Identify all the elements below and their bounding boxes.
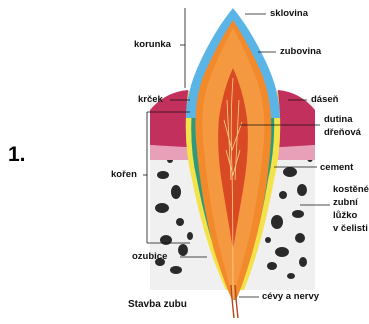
label-korunka: korunka: [134, 39, 171, 50]
label-krcek: krček: [138, 94, 163, 105]
label-luzko-4: v čelisti: [333, 223, 368, 234]
figure-caption: Stavba zubu: [128, 299, 187, 310]
label-cement: cement: [320, 162, 353, 173]
label-dutina-1: dutina: [324, 114, 353, 125]
label-luzko-2: zubní: [333, 197, 358, 208]
label-luzko-1: kostěné: [333, 184, 369, 195]
label-koren: kořen: [111, 169, 137, 180]
label-dutina-2: dřeňová: [324, 127, 361, 138]
label-luzko-3: lůžko: [333, 210, 357, 221]
label-sklovina: sklovina: [270, 8, 308, 19]
label-ozubice: ozubice: [132, 251, 167, 262]
figure-number: 1.: [8, 143, 26, 167]
label-zubovina: zubovina: [280, 46, 321, 57]
label-dasen: dáseň: [311, 94, 338, 105]
label-cevy: cévy a nervy: [262, 291, 319, 302]
